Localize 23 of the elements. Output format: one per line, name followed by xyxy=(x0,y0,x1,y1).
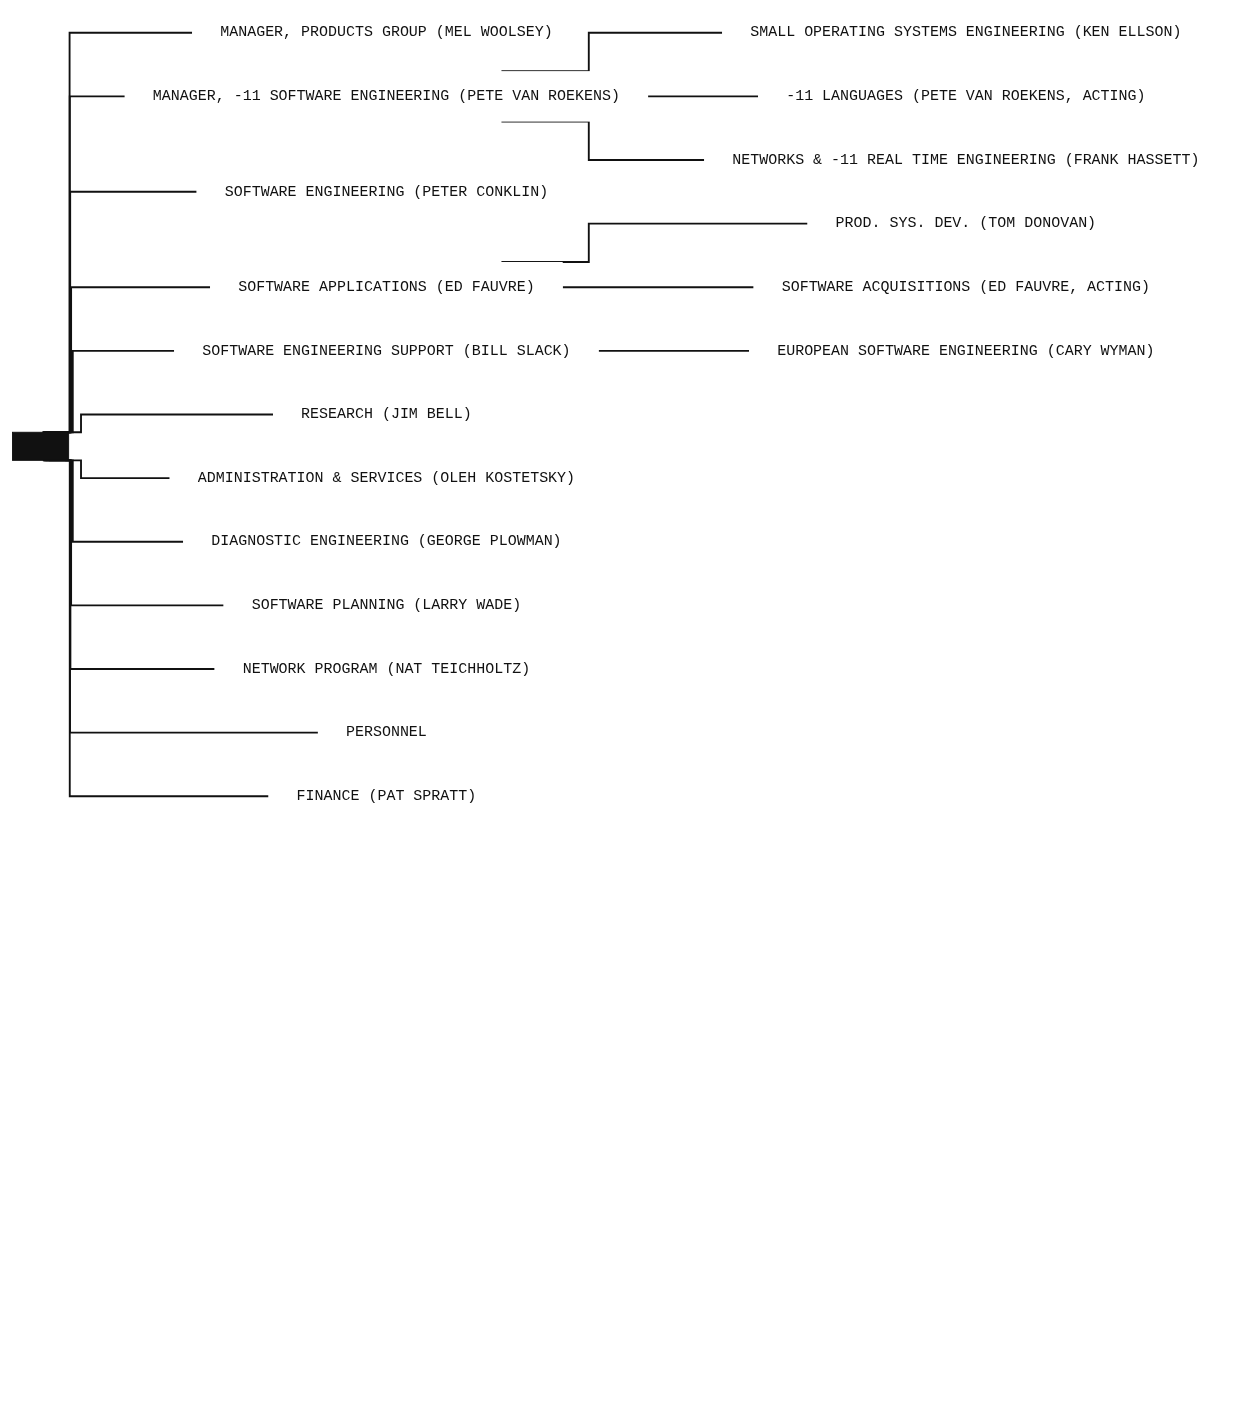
connector xyxy=(500,31,724,73)
connector xyxy=(597,349,751,352)
node-text: SOFTWARE ACQUISITIONS (ED FAUVRE, ACTING) xyxy=(781,278,1151,296)
connector xyxy=(500,120,706,161)
connector xyxy=(647,95,760,98)
node-text: -11 LANGUAGES (PETE VAN ROEKENS, ACTING) xyxy=(786,87,1146,105)
node-text: PERSONNEL xyxy=(345,724,427,742)
node-text: SOFTWARE ENGINEERING (PETER CONKLIN) xyxy=(224,183,549,201)
node-text: DIAGNOSTIC ENGINEERING (GEORGE PLOWMAN) xyxy=(211,533,562,551)
node-text: SOFTWARE PLANNING (LARRY WADE) xyxy=(251,596,522,614)
node-text: SOFTWARE APPLICATIONS (ED FAUVRE) xyxy=(238,278,535,296)
node-text: NETWORK PROGRAM (NAT TEICHHOLTZ) xyxy=(242,660,531,678)
node-text: ADMINISTRATION & SERVICES (OLEH KOSTETSKY) xyxy=(197,469,576,487)
node-bar xyxy=(12,431,70,461)
node-text: SOFTWARE ENGINEERING SUPPORT (BILL SLACK) xyxy=(202,342,571,360)
node-text: PROD. SYS. DEV. (TOM DONOVAN) xyxy=(835,215,1097,233)
node-text: NETWORKS & -11 REAL TIME ENGINEERING (FRANK HASSETT) xyxy=(732,151,1200,169)
node-text: MANAGER, PRODUCTS GROUP (MEL WOOLSEY) xyxy=(220,24,553,42)
node-text: RESEARCH (JIM BELL) xyxy=(301,406,472,423)
node-text: FINANCE (PAT SPRATT) xyxy=(296,787,477,805)
node-text: SMALL OPERATING SYSTEMS ENGINEERING (KEN ELLSON) xyxy=(750,24,1182,42)
node-text: EUROPEAN SOFTWARE ENGINEERING (CARY WYMAN) xyxy=(777,342,1155,360)
connector xyxy=(561,286,755,289)
